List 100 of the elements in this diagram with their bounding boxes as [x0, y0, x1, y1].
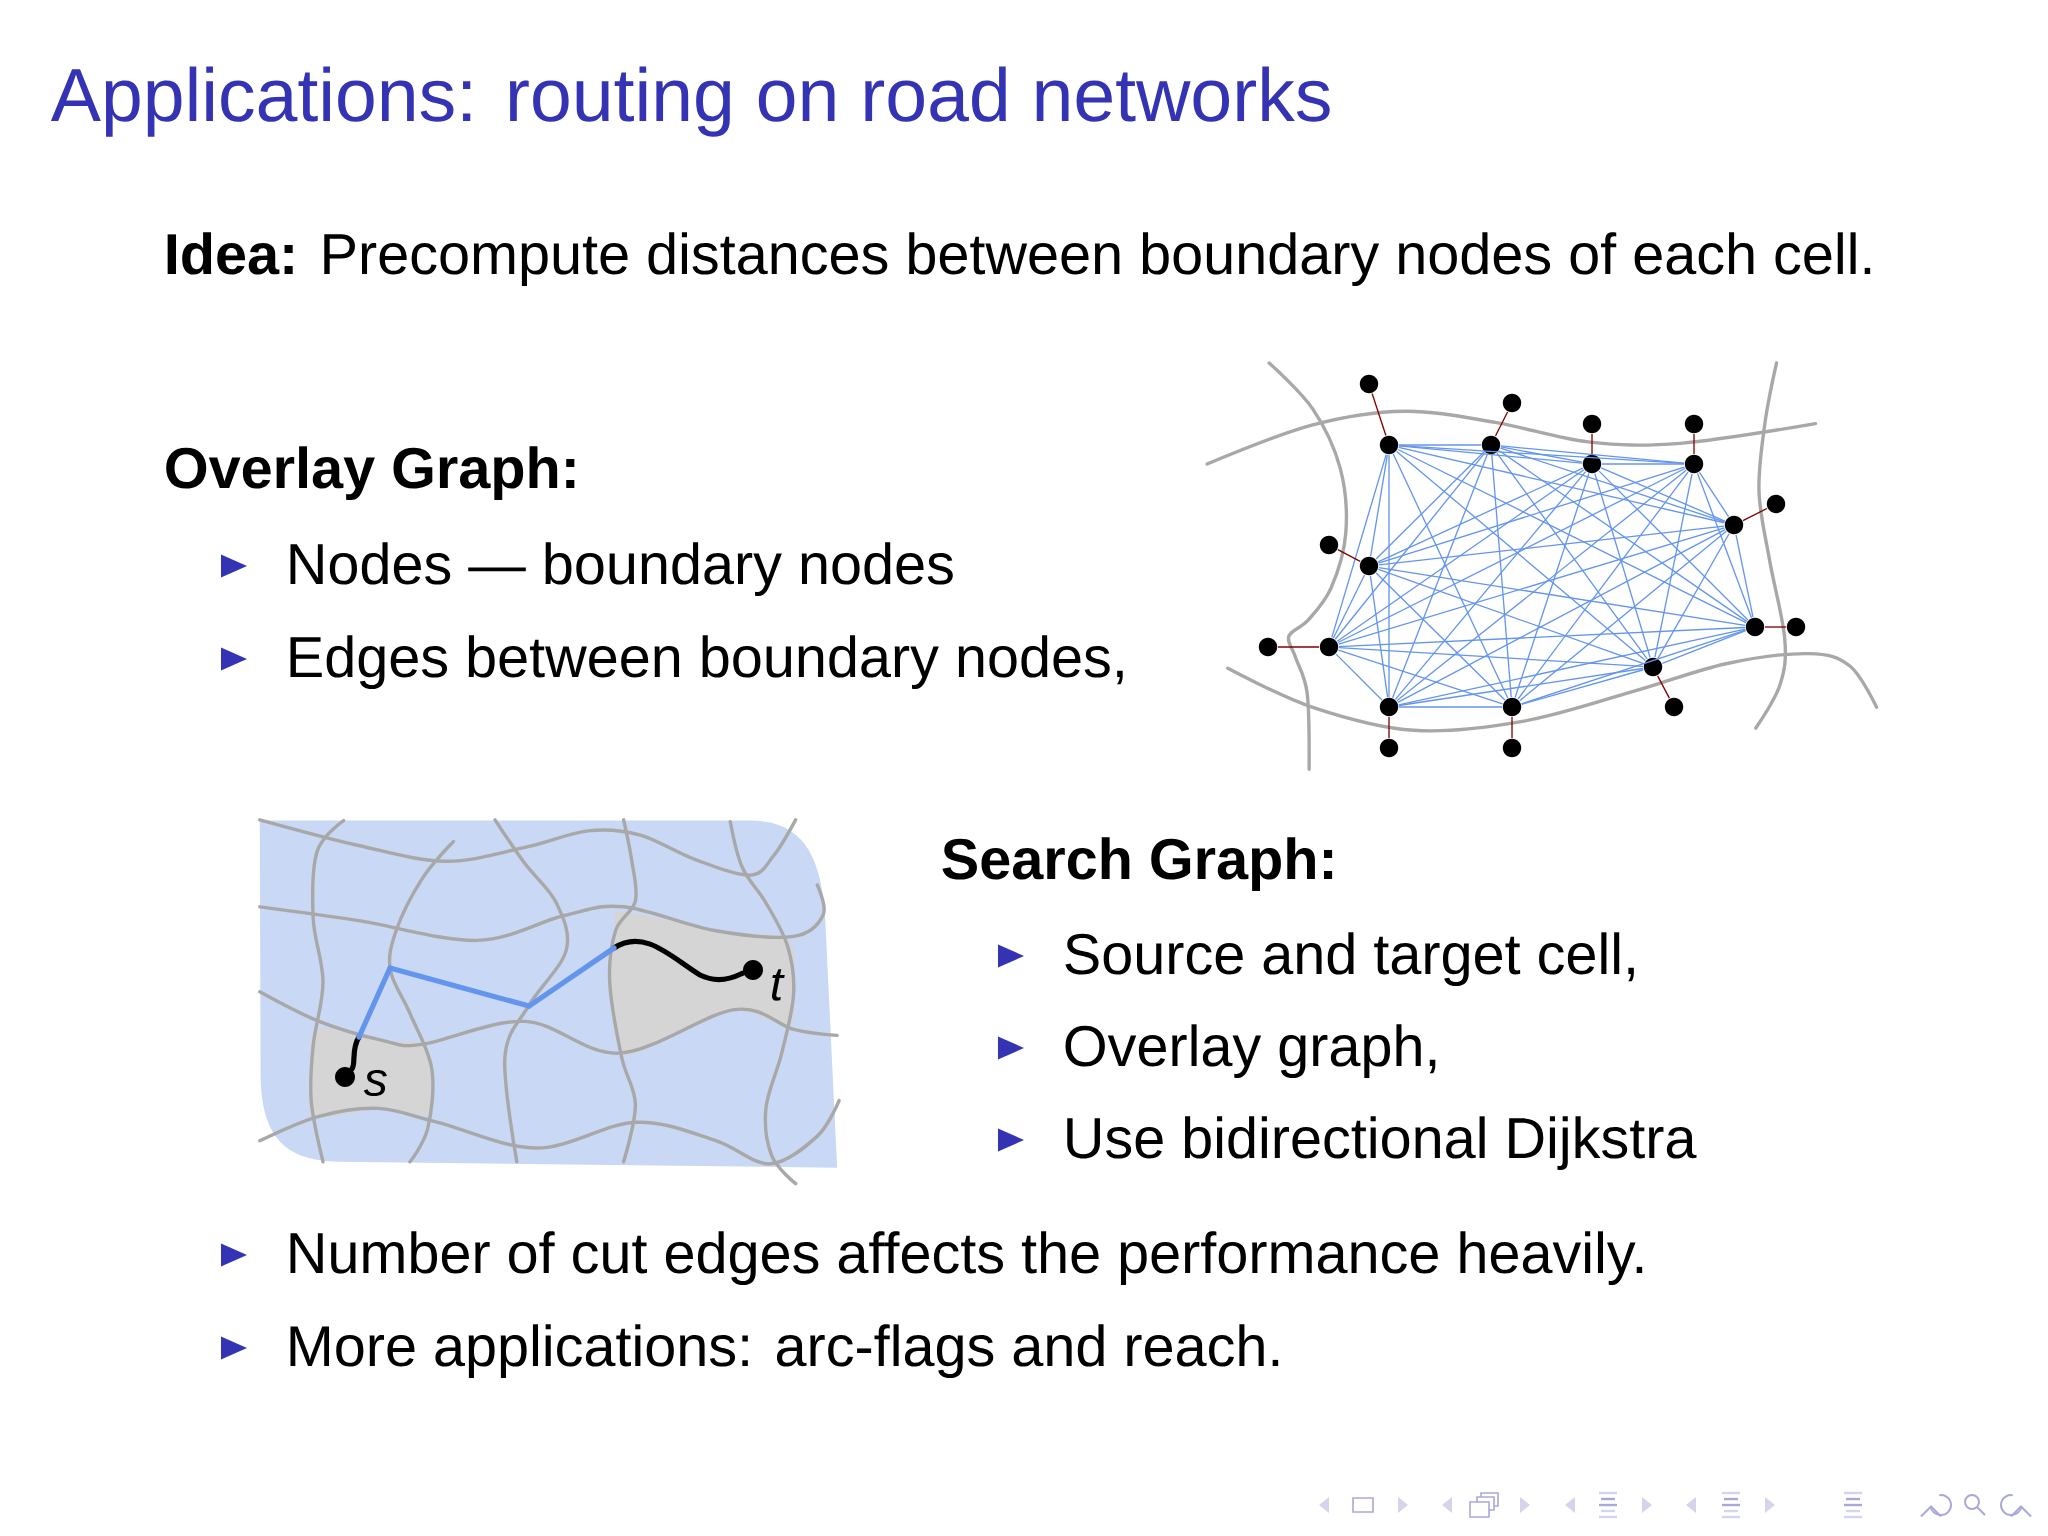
graph-edge [1600, 467, 1726, 522]
route-path [349, 938, 746, 1072]
bullet-text: Source and target cell, [1065, 932, 1634, 986]
graph-edge [1654, 473, 1693, 658]
graph-edge [1698, 471, 1730, 518]
bullet-text: Nodes — boundary nodes [290, 542, 953, 596]
bullet-text: Number of cut edges affects the performance heavily. [290, 1231, 1643, 1285]
graph-node [1258, 637, 1278, 657]
graph-edge [1377, 467, 1584, 563]
graph-edge [1514, 472, 1590, 699]
graph-edge [1337, 649, 1504, 705]
graph-node [1502, 697, 1522, 717]
graph-node [1502, 738, 1522, 758]
heading: Search Graph: [942, 837, 1333, 891]
graph-edge [1398, 445, 1583, 464]
graph-edge [1735, 534, 1754, 618]
bullet-text: Use bidirectional Dijkstra [1067, 1116, 1697, 1170]
graph-edge [1377, 568, 1645, 665]
graph-edge [1696, 472, 1753, 619]
graph-edge [1336, 469, 1585, 642]
graph-node [1786, 617, 1806, 637]
graph-node [1319, 637, 1339, 657]
graph-node [1319, 535, 1339, 555]
bullet-text: Edges between boundary nodes, [290, 635, 1123, 689]
graph-edge [1500, 446, 1583, 463]
graph-edge [1331, 453, 1387, 639]
body-text: Idea: Precompute distances between boundary nodes of each cell. [167, 232, 1871, 286]
graph-edge [1370, 454, 1389, 557]
bullet-text: Overlay graph, [1065, 1024, 1436, 1078]
graph-edge [1657, 675, 1670, 699]
graph-node [1481, 435, 1501, 455]
graph-node [1582, 454, 1602, 474]
graph-edge [1601, 463, 1685, 465]
graph-node [335, 1067, 355, 1087]
graph-edge [1661, 630, 1747, 665]
graph-edge [1398, 706, 1503, 708]
graph-node [743, 960, 763, 980]
graph-edge [1337, 527, 1726, 645]
graph-node [1359, 374, 1379, 394]
graph-edge [1378, 525, 1725, 566]
slide-title: Applications: routing on road networks [50, 66, 1330, 137]
graph-edge [1392, 453, 1509, 699]
graph-edge [1591, 433, 1593, 455]
graph-edge [1391, 453, 1489, 699]
graph-node [1643, 657, 1663, 677]
graph-edge [1693, 433, 1695, 455]
graph-edge [1338, 626, 1746, 648]
graph-edge [1394, 471, 1587, 700]
graph-edge [1498, 450, 1748, 622]
bullet-text: More applications: arc-flags and reach. [290, 1324, 1279, 1378]
graph-node [1379, 435, 1399, 455]
graph-edge [1499, 447, 1726, 523]
graph-node [1582, 414, 1602, 434]
graph-node [1684, 454, 1704, 474]
graph-node [1724, 515, 1744, 535]
graph-edge [1338, 646, 1644, 668]
graph-edge [1397, 448, 1747, 624]
node-label: s [363, 1069, 387, 1097]
graph-edge [1520, 669, 1645, 705]
graph-edge [1398, 667, 1644, 707]
graph-edge [1337, 467, 1686, 644]
graph-node [1745, 617, 1765, 637]
graph-edge [1332, 574, 1366, 639]
graph-edge [1397, 529, 1726, 703]
graph-edge [1517, 471, 1689, 700]
graph-edge [1334, 452, 1486, 640]
graph-edge [1375, 572, 1506, 701]
graph-edge [1277, 646, 1320, 648]
graph-edge [1594, 472, 1651, 659]
graph-edge [1378, 566, 1746, 627]
graph-edge [1398, 446, 1725, 524]
graph-edge [1396, 450, 1646, 662]
graph-edge [1398, 444, 1482, 446]
graph-edge [1388, 454, 1390, 698]
graph-edge [1371, 392, 1387, 437]
graph-edge [1520, 629, 1747, 705]
graph-edge [1337, 549, 1361, 563]
graph-node [1664, 697, 1684, 717]
heading: Overlay Graph: [166, 446, 575, 500]
graph-node [1766, 494, 1786, 514]
graph-edge [1335, 653, 1383, 701]
graph-edge [1598, 470, 1749, 621]
graph-edge [1764, 626, 1787, 628]
graph-edge [1511, 716, 1513, 739]
graph-node [1502, 393, 1522, 413]
graph-node [1684, 414, 1704, 434]
graph-edge [1491, 454, 1512, 698]
graph-edge [1377, 466, 1686, 564]
graph-edge [1657, 533, 1730, 659]
graph-edge [1496, 452, 1648, 660]
graph-edge [1500, 445, 1685, 464]
graph-edge [1742, 507, 1768, 522]
graph-edge [1375, 451, 1485, 560]
graph-edge [1388, 716, 1390, 739]
graph-edge [1398, 628, 1746, 706]
graph-edge [1494, 411, 1509, 437]
graph-edge [1396, 469, 1687, 702]
graph-node [1379, 738, 1399, 758]
graph-edge [1369, 575, 1389, 698]
graph-node [1379, 697, 1399, 717]
